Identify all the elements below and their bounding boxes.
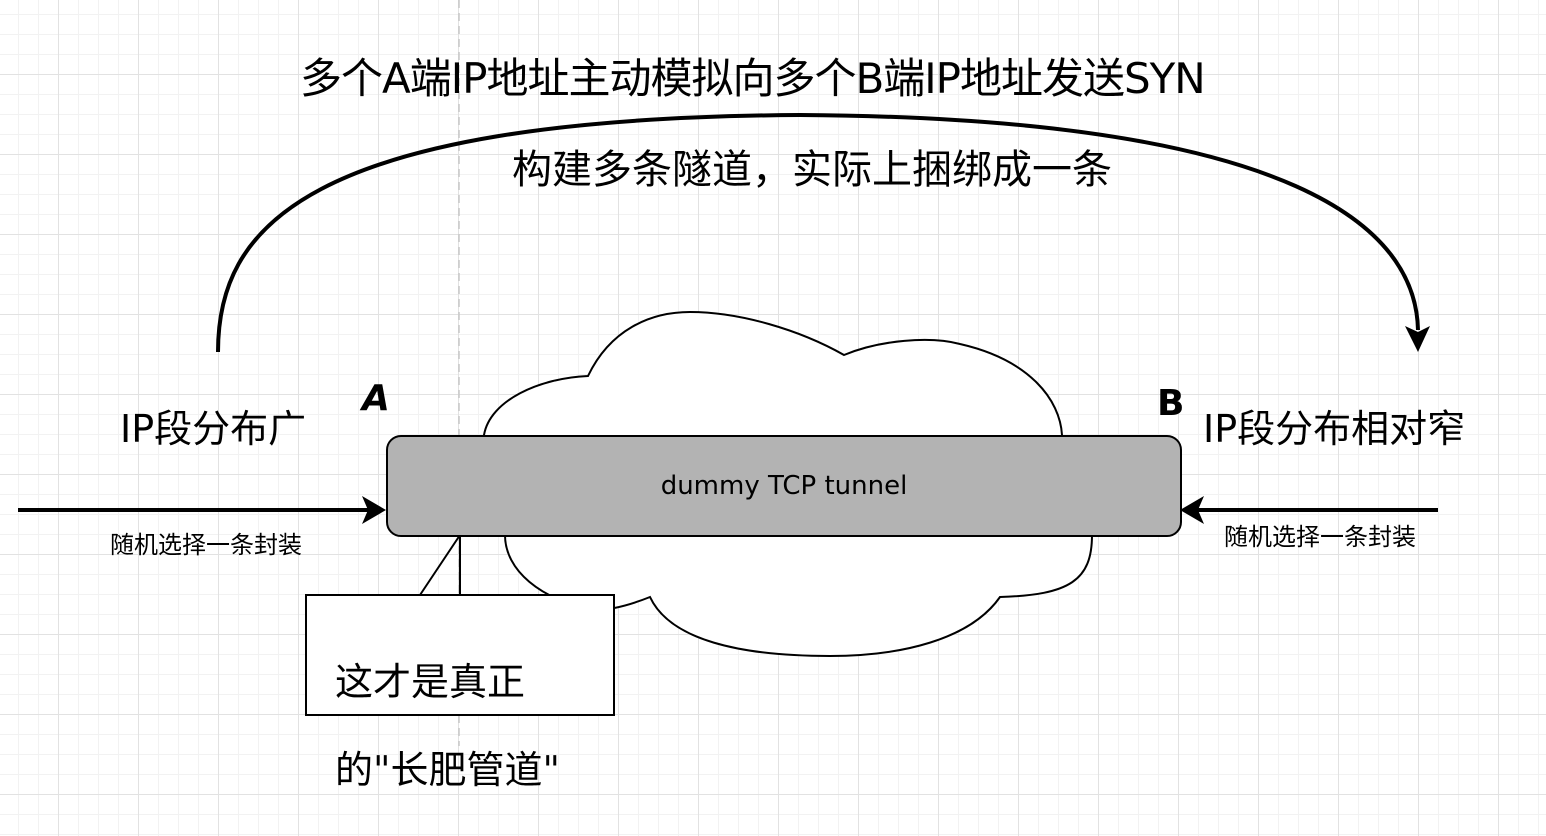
curved-arrow-icon [216, 112, 1430, 353]
diagram-shapes [18, 0, 1438, 746]
diagram-canvas: 多个A端IP地址主动模拟向多个B端IP地址发送SYN 构建多条隧道，实际上捆绑成… [18, 0, 1466, 792]
right-input-arrow-icon [1180, 496, 1438, 524]
tunnel-label: dummy TCP tunnel [660, 471, 908, 501]
left-encap-label: 随机选择一条封装 [110, 531, 302, 559]
callout-line-2: 的"长肥管道" [335, 748, 560, 792]
right-ip-range-label: IP段分布相对窄 [1203, 407, 1466, 451]
endpoint-b-label: B [1157, 383, 1185, 424]
tunnel-box: dummy TCP tunnel [386, 435, 1182, 537]
right-encap-label: 随机选择一条封装 [1224, 523, 1416, 551]
diagram-subtitle: 构建多条隧道，实际上捆绑成一条 [512, 147, 1112, 193]
left-ip-range-label: IP段分布广 [120, 407, 307, 451]
callout-text: 这才是真正 的"长肥管道" [335, 616, 615, 836]
diagram-title: 多个A端IP地址主动模拟向多个B端IP地址发送SYN [300, 54, 1206, 103]
left-input-arrow-icon [18, 496, 386, 524]
callout-pointer [419, 534, 461, 596]
callout-box: 这才是真正 的"长肥管道" [305, 594, 615, 792]
callout-line-1: 这才是真正 [335, 660, 526, 704]
endpoint-a-label: A [362, 378, 390, 419]
